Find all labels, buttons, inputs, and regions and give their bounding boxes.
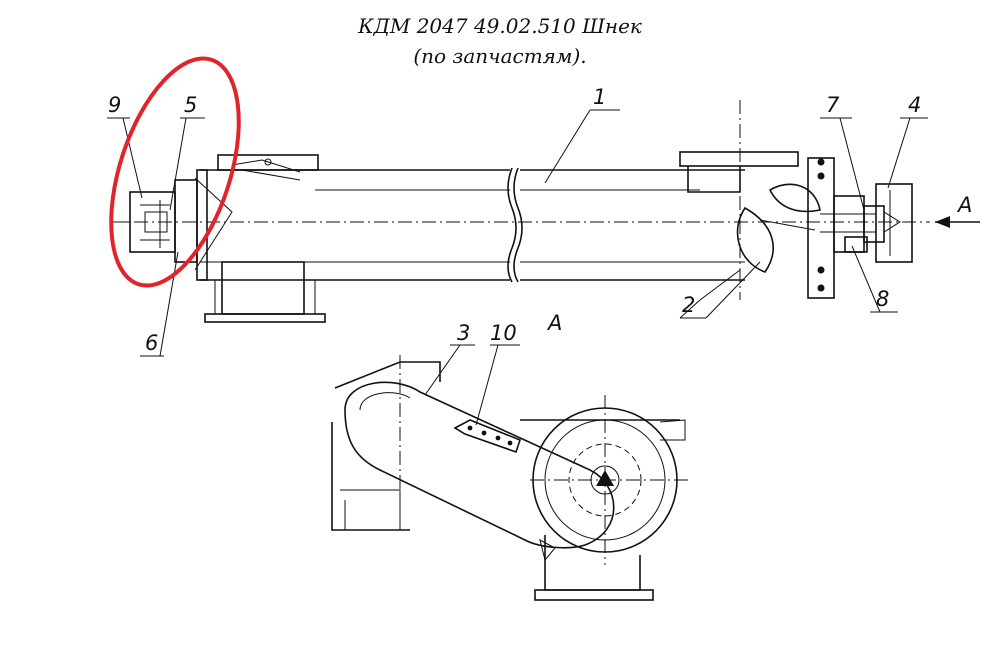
right-top-inlet <box>679 100 799 300</box>
callout-leaders <box>107 109 928 426</box>
highlight-ellipse <box>109 56 241 288</box>
left-bearing-assembly <box>115 169 233 281</box>
diagram-subtitle: (по запчастям). <box>413 44 587 68</box>
left-top-inlet <box>217 154 319 181</box>
view-a-arrow-label: A <box>956 193 972 217</box>
callout-labels: 1 2 3 4 5 6 7 8 9 10 <box>108 85 921 355</box>
section-view-a: A <box>331 311 690 601</box>
callout-8: 8 <box>876 287 889 311</box>
callout-5: 5 <box>184 93 197 117</box>
callout-7: 7 <box>826 93 840 117</box>
callout-2: 2 <box>682 293 695 317</box>
auger-tube <box>110 167 930 283</box>
callout-6: 6 <box>145 331 158 355</box>
callout-3: 3 <box>457 321 470 345</box>
callout-4: 4 <box>908 93 921 117</box>
right-auger-flight <box>699 183 821 301</box>
right-drive-assembly <box>807 157 913 299</box>
section-a-title: A <box>546 311 562 335</box>
view-a-arrow: A <box>935 193 980 228</box>
left-support <box>204 261 326 323</box>
callout-10: 10 <box>490 321 517 345</box>
diagram-title: КДМ 2047 49.02.510 Шнек <box>358 14 642 38</box>
callout-9: 9 <box>108 93 121 117</box>
callout-1: 1 <box>593 85 606 109</box>
